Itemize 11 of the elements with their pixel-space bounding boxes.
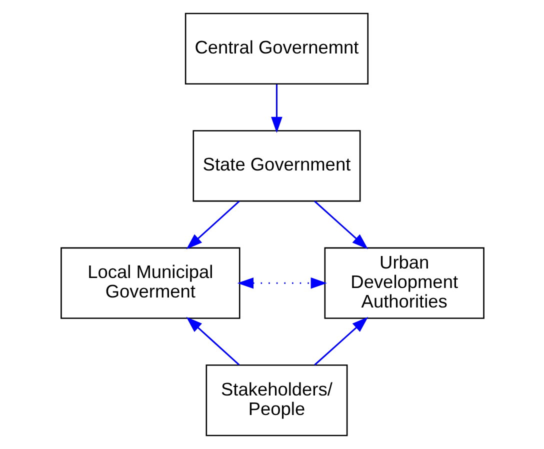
node-box: Central Governemnt (184, 12, 368, 84)
node-box: Urban Development Authorities (324, 247, 484, 319)
node-box: Local Municipal Goverment (60, 247, 240, 319)
node-box: State Government (192, 130, 360, 202)
node-box: Stakeholders/ People (205, 364, 348, 436)
arrow (186, 316, 240, 366)
arrow (314, 316, 368, 366)
arrow (186, 200, 240, 250)
arrow (314, 200, 368, 250)
arrow (270, 84, 282, 133)
arrow (236, 277, 326, 289)
